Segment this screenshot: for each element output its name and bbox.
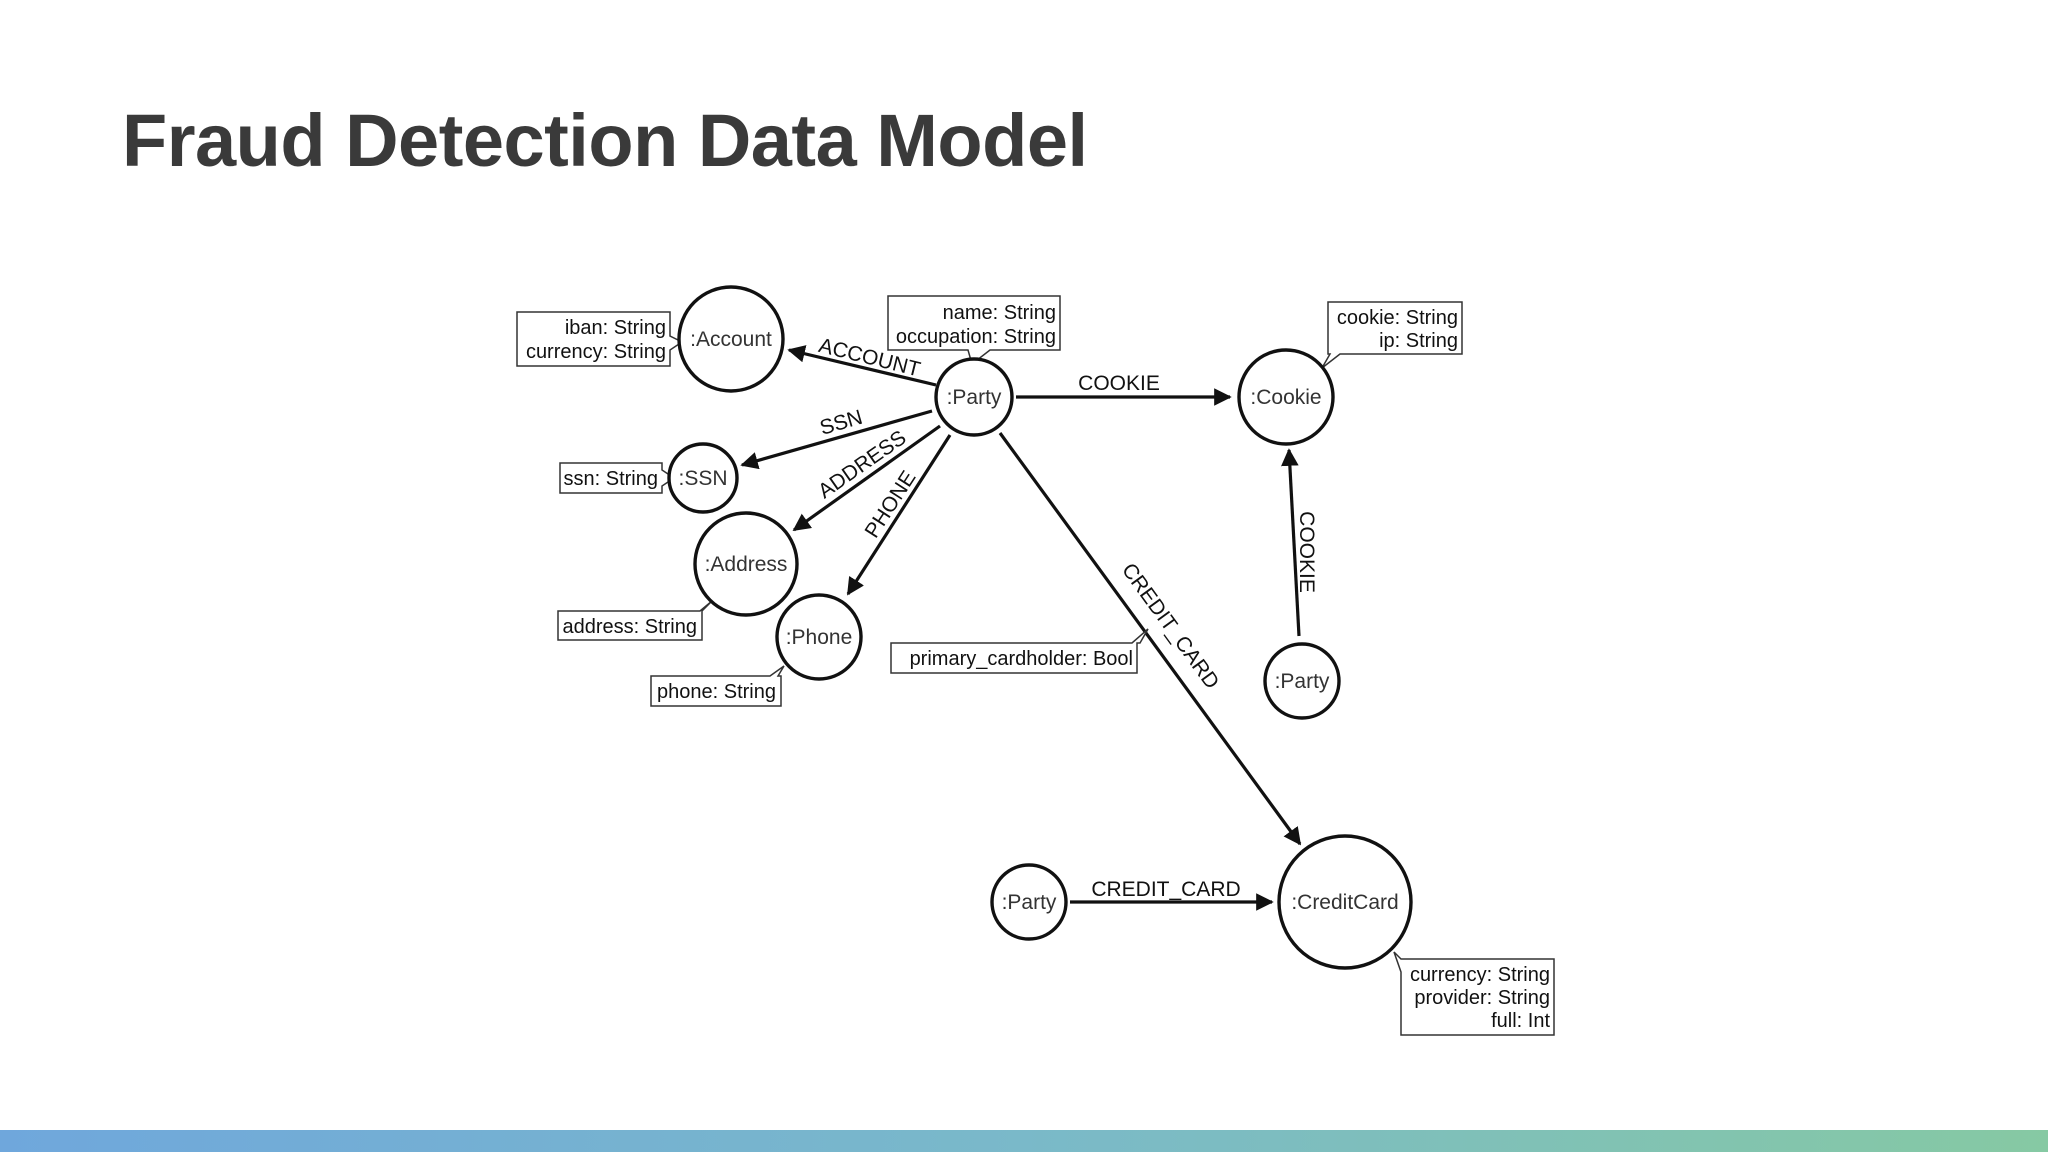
node-account-label: :Account bbox=[690, 328, 772, 351]
node-party-cookie: :Party bbox=[1263, 642, 1341, 720]
node-address: :Address bbox=[693, 511, 799, 617]
ssn-properties-callout: ssn: String bbox=[559, 462, 676, 494]
cookie-prop-ip: ip: String bbox=[1379, 330, 1458, 352]
credit-card-rel-prop-primary-cardholder: primary_cardholder: Bool bbox=[910, 648, 1133, 670]
page-title: Fraud Detection Data Model bbox=[122, 99, 1088, 182]
edge-cookie-party-label: COOKIE bbox=[1295, 511, 1318, 593]
node-party-card-label: :Party bbox=[1002, 891, 1057, 914]
phone-prop-phone: phone: String bbox=[657, 681, 776, 703]
node-account: :Account bbox=[677, 285, 785, 393]
edge-phone-line bbox=[846, 434, 952, 596]
party-prop-occupation: occupation: String bbox=[896, 326, 1056, 348]
node-party-cookie-label: :Party bbox=[1275, 670, 1330, 693]
ssn-prop-ssn: ssn: String bbox=[564, 468, 658, 490]
account-prop-iban: iban: String bbox=[565, 317, 666, 339]
edge-account-line bbox=[787, 345, 937, 387]
edge-cookie-label: COOKIE bbox=[1078, 372, 1160, 395]
edge-credit-card-party-label: CREDIT_CARD bbox=[1091, 878, 1240, 901]
edge-credit-card-main-line bbox=[998, 432, 1302, 846]
address-prop-address: address: String bbox=[562, 616, 697, 638]
node-credit-card-label: :CreditCard bbox=[1291, 891, 1398, 914]
node-address-label: :Address bbox=[705, 553, 788, 576]
node-cookie: :Cookie bbox=[1237, 348, 1335, 446]
edge-ssn-label: SSN bbox=[817, 406, 865, 440]
credit-card-prop-currency: currency: String bbox=[1410, 964, 1550, 986]
edge-ssn-line bbox=[740, 409, 933, 470]
node-party-main: :Party bbox=[934, 357, 1014, 437]
node-phone: :Phone bbox=[775, 593, 863, 681]
credit-card-prop-provider: provider: String bbox=[1414, 987, 1550, 1009]
node-cookie-label: :Cookie bbox=[1250, 386, 1321, 409]
node-phone-label: :Phone bbox=[786, 626, 853, 649]
node-ssn: :SSN bbox=[667, 442, 739, 514]
account-prop-currency: currency: String bbox=[526, 341, 666, 363]
node-party-card: :Party bbox=[990, 863, 1068, 941]
phone-properties-callout: phone: String bbox=[650, 665, 785, 707]
cookie-prop-cookie: cookie: String bbox=[1337, 307, 1458, 329]
party-properties-callout: name: String occupation: String bbox=[887, 295, 1061, 366]
edge-cookie-party-line bbox=[1281, 448, 1301, 637]
credit-card-prop-full: full: Int bbox=[1491, 1010, 1550, 1032]
address-properties-callout: address: String bbox=[557, 600, 713, 641]
credit-card-properties-callout: currency: String provider: String full: … bbox=[1393, 951, 1555, 1036]
account-properties-callout: iban: String currency: String bbox=[516, 311, 684, 367]
cookie-properties-callout: cookie: String ip: String bbox=[1321, 301, 1463, 369]
footer-gradient-bar bbox=[0, 1130, 2048, 1152]
node-credit-card: :CreditCard bbox=[1277, 834, 1413, 970]
node-ssn-label: :SSN bbox=[678, 467, 727, 490]
edge-address-line bbox=[792, 424, 941, 532]
party-prop-name: name: String bbox=[943, 302, 1056, 324]
node-party-main-label: :Party bbox=[947, 386, 1002, 409]
credit-card-relationship-properties-callout: primary_cardholder: Bool bbox=[890, 628, 1149, 674]
edge-phone-label: PHONE bbox=[861, 467, 921, 542]
